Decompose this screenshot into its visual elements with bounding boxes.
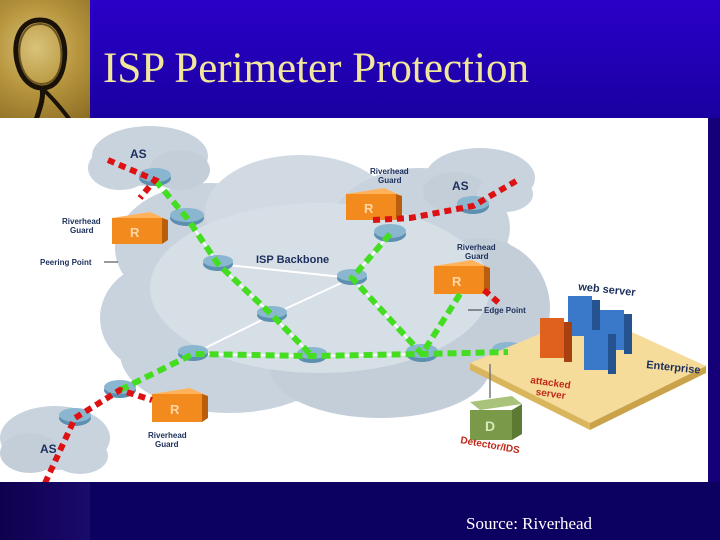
guard-label-bottom: Riverhead Guard <box>148 431 189 449</box>
edge-point-label: Edge Point <box>484 306 526 315</box>
as-label-top-right: AS <box>452 179 469 193</box>
riverhead-guard-bottom: R <box>152 388 208 422</box>
clean-traffic-path <box>118 178 509 393</box>
as-cloud-bottom-left <box>0 406 110 474</box>
rope-loop-icon <box>13 17 72 122</box>
enterprise-label: Enterprise <box>646 359 701 377</box>
riverhead-guard-right: R <box>434 260 490 294</box>
rope-loop-logo <box>0 0 90 122</box>
guard-letter: R <box>170 402 180 417</box>
title-band <box>90 0 720 118</box>
router <box>374 224 406 242</box>
peering-point-label: Peering Point <box>40 258 92 267</box>
network-diagram: D R R R R <box>0 118 708 482</box>
guard-label-top: Riverhead Guard <box>370 167 411 185</box>
attacked-server-label: attacked server <box>528 375 574 403</box>
footer-band <box>90 482 720 540</box>
router <box>257 306 287 322</box>
guard-label-right: Riverhead Guard <box>457 243 498 261</box>
guard-label-left: Riverhead Guard <box>62 217 103 235</box>
server-icon <box>584 330 616 374</box>
as-label-bottom-left: AS <box>40 442 57 456</box>
riverhead-guard-left: R <box>112 212 168 244</box>
guard-letter: R <box>130 225 140 240</box>
riverhead-guard-top: R <box>346 188 402 220</box>
attack-traffic-path <box>42 157 520 482</box>
isp-backbone-label: ISP Backbone <box>256 254 329 266</box>
slide-title: ISP Perimeter Protection <box>103 45 529 92</box>
guard-letter: R <box>452 274 462 289</box>
detector-letter: D <box>485 418 495 434</box>
detector-ids-box: D <box>470 396 522 440</box>
source-credit: Source: Riverhead <box>466 514 593 533</box>
attacked-server-icon <box>540 318 572 362</box>
isp-backbone-cloud <box>100 155 550 418</box>
as-label-top-left: AS <box>130 147 147 161</box>
as-cloud-top-right <box>423 148 535 212</box>
web-server-icons <box>540 296 632 374</box>
guard-letter: R <box>364 201 374 216</box>
